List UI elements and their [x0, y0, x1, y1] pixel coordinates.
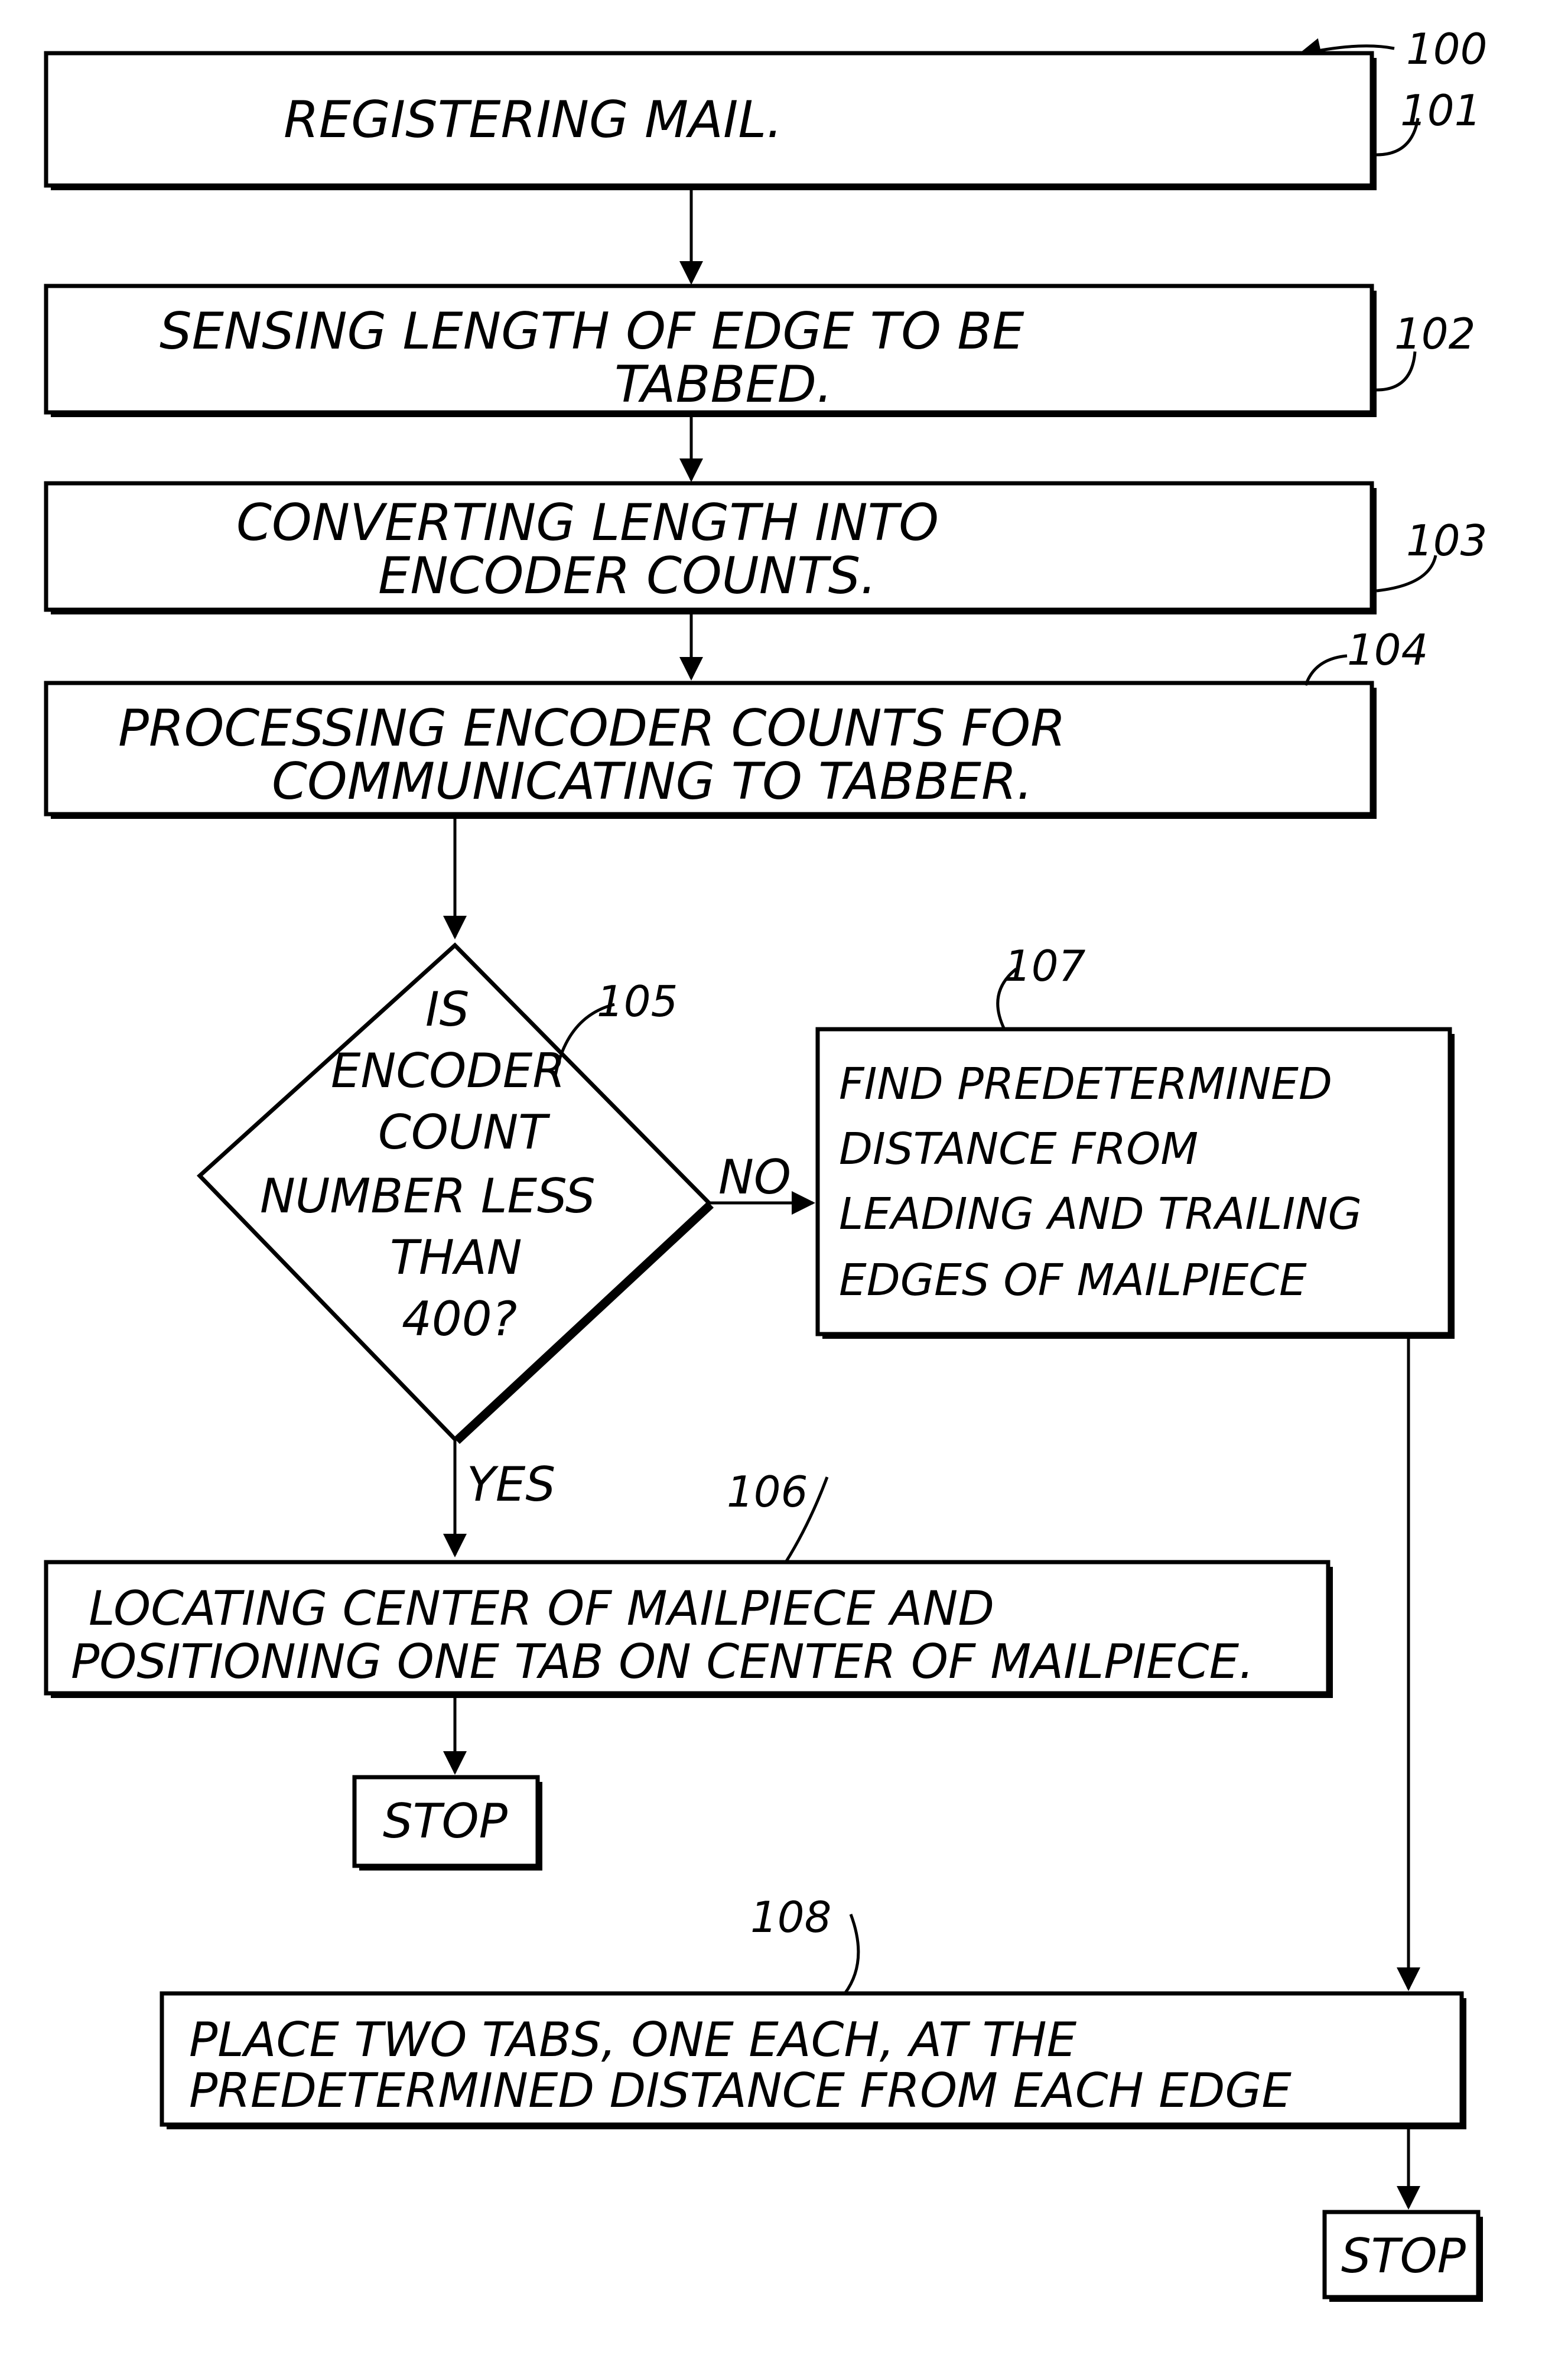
step-103-ref: 103: [1406, 516, 1487, 565]
step-108-box: PLACE TWO TABS, ONE EACH, AT THE PREDETE…: [162, 1892, 1466, 2129]
step-107-line4: EDGES OF MAILPIECE: [839, 1255, 1307, 1306]
step-102-text-line1: SENSING LENGTH OF EDGE TO BE: [160, 302, 1024, 361]
stop-label-left: STOP: [383, 1794, 508, 1849]
decision-105-line3: COUNT: [378, 1105, 551, 1160]
decision-105-line4: NUMBER LESS: [260, 1169, 596, 1224]
no-branch-label: NO: [718, 1150, 791, 1205]
step-103-text-line1: CONVERTING LENGTH INTO: [236, 493, 939, 552]
decision-105-line5: THAN: [390, 1230, 522, 1285]
step-107-box: FIND PREDETERMINED DISTANCE FROM LEADING…: [818, 941, 1455, 1339]
step-102-ref: 102: [1394, 309, 1475, 359]
step-103-box: CONVERTING LENGTH INTO ENCODER COUNTS. 1…: [46, 483, 1487, 614]
step-106-ref: 106: [727, 1467, 808, 1517]
stop-label-right: STOP: [1341, 2229, 1466, 2284]
decision-105-line6: 400?: [402, 1292, 517, 1346]
step-103-text-line2: ENCODER COUNTS.: [378, 547, 877, 606]
step-104-ref: 104: [1347, 625, 1428, 675]
step-108-line2: PREDETERMINED DISTANCE FROM EACH EDGE: [189, 2063, 1292, 2118]
decision-105-ref: 105: [597, 977, 678, 1026]
step-101-box: REGISTERING MAIL. 101: [46, 53, 1481, 190]
step-102-text-line2: TABBED.: [614, 355, 832, 414]
step-106-line1: LOCATING CENTER OF MAILPIECE AND: [89, 1581, 994, 1636]
step-108-line1: PLACE TWO TABS, ONE EACH, AT THE: [189, 2012, 1077, 2067]
step-101-ref: 101: [1400, 86, 1481, 135]
step-108-ref: 108: [750, 1892, 831, 1942]
step-104-text-line2: COMMUNICATING TO TABBER.: [272, 752, 1033, 811]
step-106-box: LOCATING CENTER OF MAILPIECE AND POSITIO…: [46, 1467, 1333, 1698]
figure-number-label: 100: [1406, 24, 1487, 74]
step-104-text-line1: PROCESSING ENCODER COUNTS FOR: [118, 699, 1066, 758]
step-107-line2: DISTANCE FROM: [839, 1124, 1198, 1175]
step-101-text: REGISTERING MAIL.: [284, 90, 783, 149]
decision-105-diamond: IS ENCODER COUNT NUMBER LESS THAN 400? 1…: [200, 945, 714, 1444]
step-107-ref: 107: [1004, 941, 1086, 991]
yes-branch-label: YES: [467, 1457, 555, 1512]
step-107-line3: LEADING AND TRAILING: [839, 1189, 1362, 1240]
decision-105-line2: ENCODER: [331, 1043, 565, 1098]
step-107-line1: FIND PREDETERMINED: [839, 1059, 1332, 1110]
stop-box-right: STOP: [1325, 2212, 1483, 2302]
step-102-box: SENSING LENGTH OF EDGE TO BE TABBED. 102: [46, 286, 1475, 417]
step-106-line2: POSITIONING ONE TAB ON CENTER OF MAILPIE…: [71, 1634, 1254, 1689]
step-104-box: PROCESSING ENCODER COUNTS FOR COMMUNICAT…: [46, 625, 1428, 819]
decision-105-line1: IS: [425, 982, 469, 1037]
stop-box-left: STOP: [354, 1777, 542, 1871]
